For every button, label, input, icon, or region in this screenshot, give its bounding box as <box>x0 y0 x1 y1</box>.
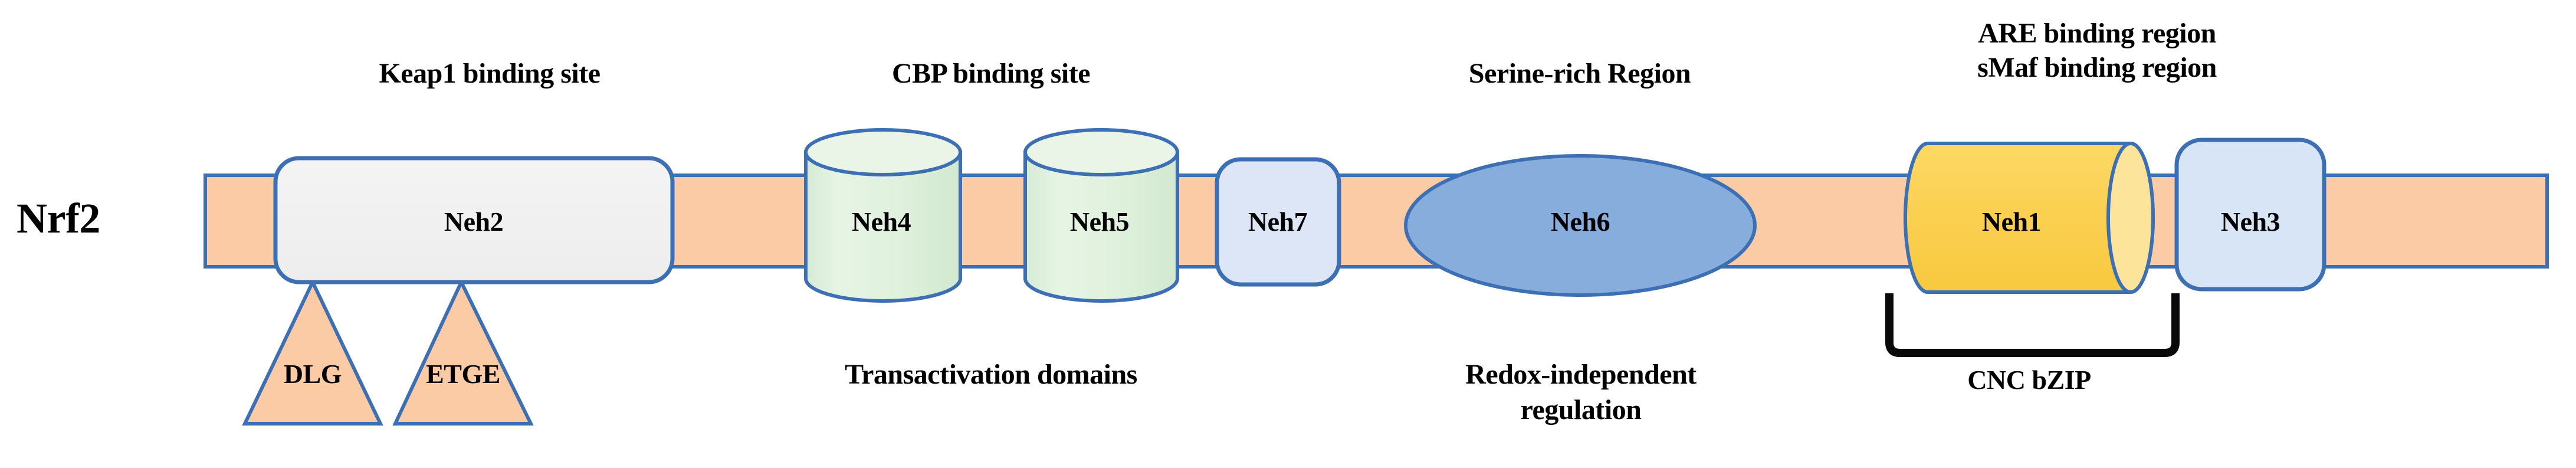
annotation-redox-independent: Redox-independent <box>1465 359 1696 390</box>
domain-neh6 <box>1404 154 1757 297</box>
domain-neh5 <box>1023 128 1179 303</box>
domain-neh7 <box>1215 157 1341 287</box>
domain-label-neh7: Neh7 <box>1248 207 1308 237</box>
domain-neh2 <box>273 156 675 284</box>
domain-neh3 <box>2174 138 2326 292</box>
page-title: Nrf2 <box>17 195 100 242</box>
annotation-regulation: regulation <box>1520 394 1642 426</box>
motif-dlg <box>242 278 383 426</box>
annotation-cbp-binding-site: CBP binding site <box>891 58 1091 89</box>
annotation-smaf-binding-region: sMaf binding region <box>1977 52 2217 83</box>
domain-label-neh2: Neh2 <box>444 207 504 237</box>
annotation-are-binding-region: ARE binding region <box>1978 18 2216 49</box>
annotation-keap1-binding-site: Keap1 binding site <box>379 58 600 89</box>
motif-label-dlg: DLG <box>283 359 342 389</box>
annotation-serine-rich-region: Serine-rich Region <box>1468 58 1691 89</box>
domain-label-neh1: Neh1 <box>1981 207 2042 237</box>
annotation-transactivation-domains: Transactivation domains <box>845 359 1137 390</box>
domain-label-neh4: Neh4 <box>851 207 911 237</box>
annotation-cnc-bzip: CNC bZIP <box>1967 365 2091 395</box>
cnc-bzip-bracket <box>1885 293 2180 357</box>
domain-label-neh6: Neh6 <box>1550 207 1610 237</box>
domain-label-neh3: Neh3 <box>2220 207 2280 237</box>
motif-etge <box>392 278 534 426</box>
domain-neh4 <box>804 128 962 303</box>
domain-label-neh5: Neh5 <box>1069 207 1130 237</box>
motif-label-etge: ETGE <box>426 359 500 389</box>
domain-neh1 <box>1904 142 2155 294</box>
